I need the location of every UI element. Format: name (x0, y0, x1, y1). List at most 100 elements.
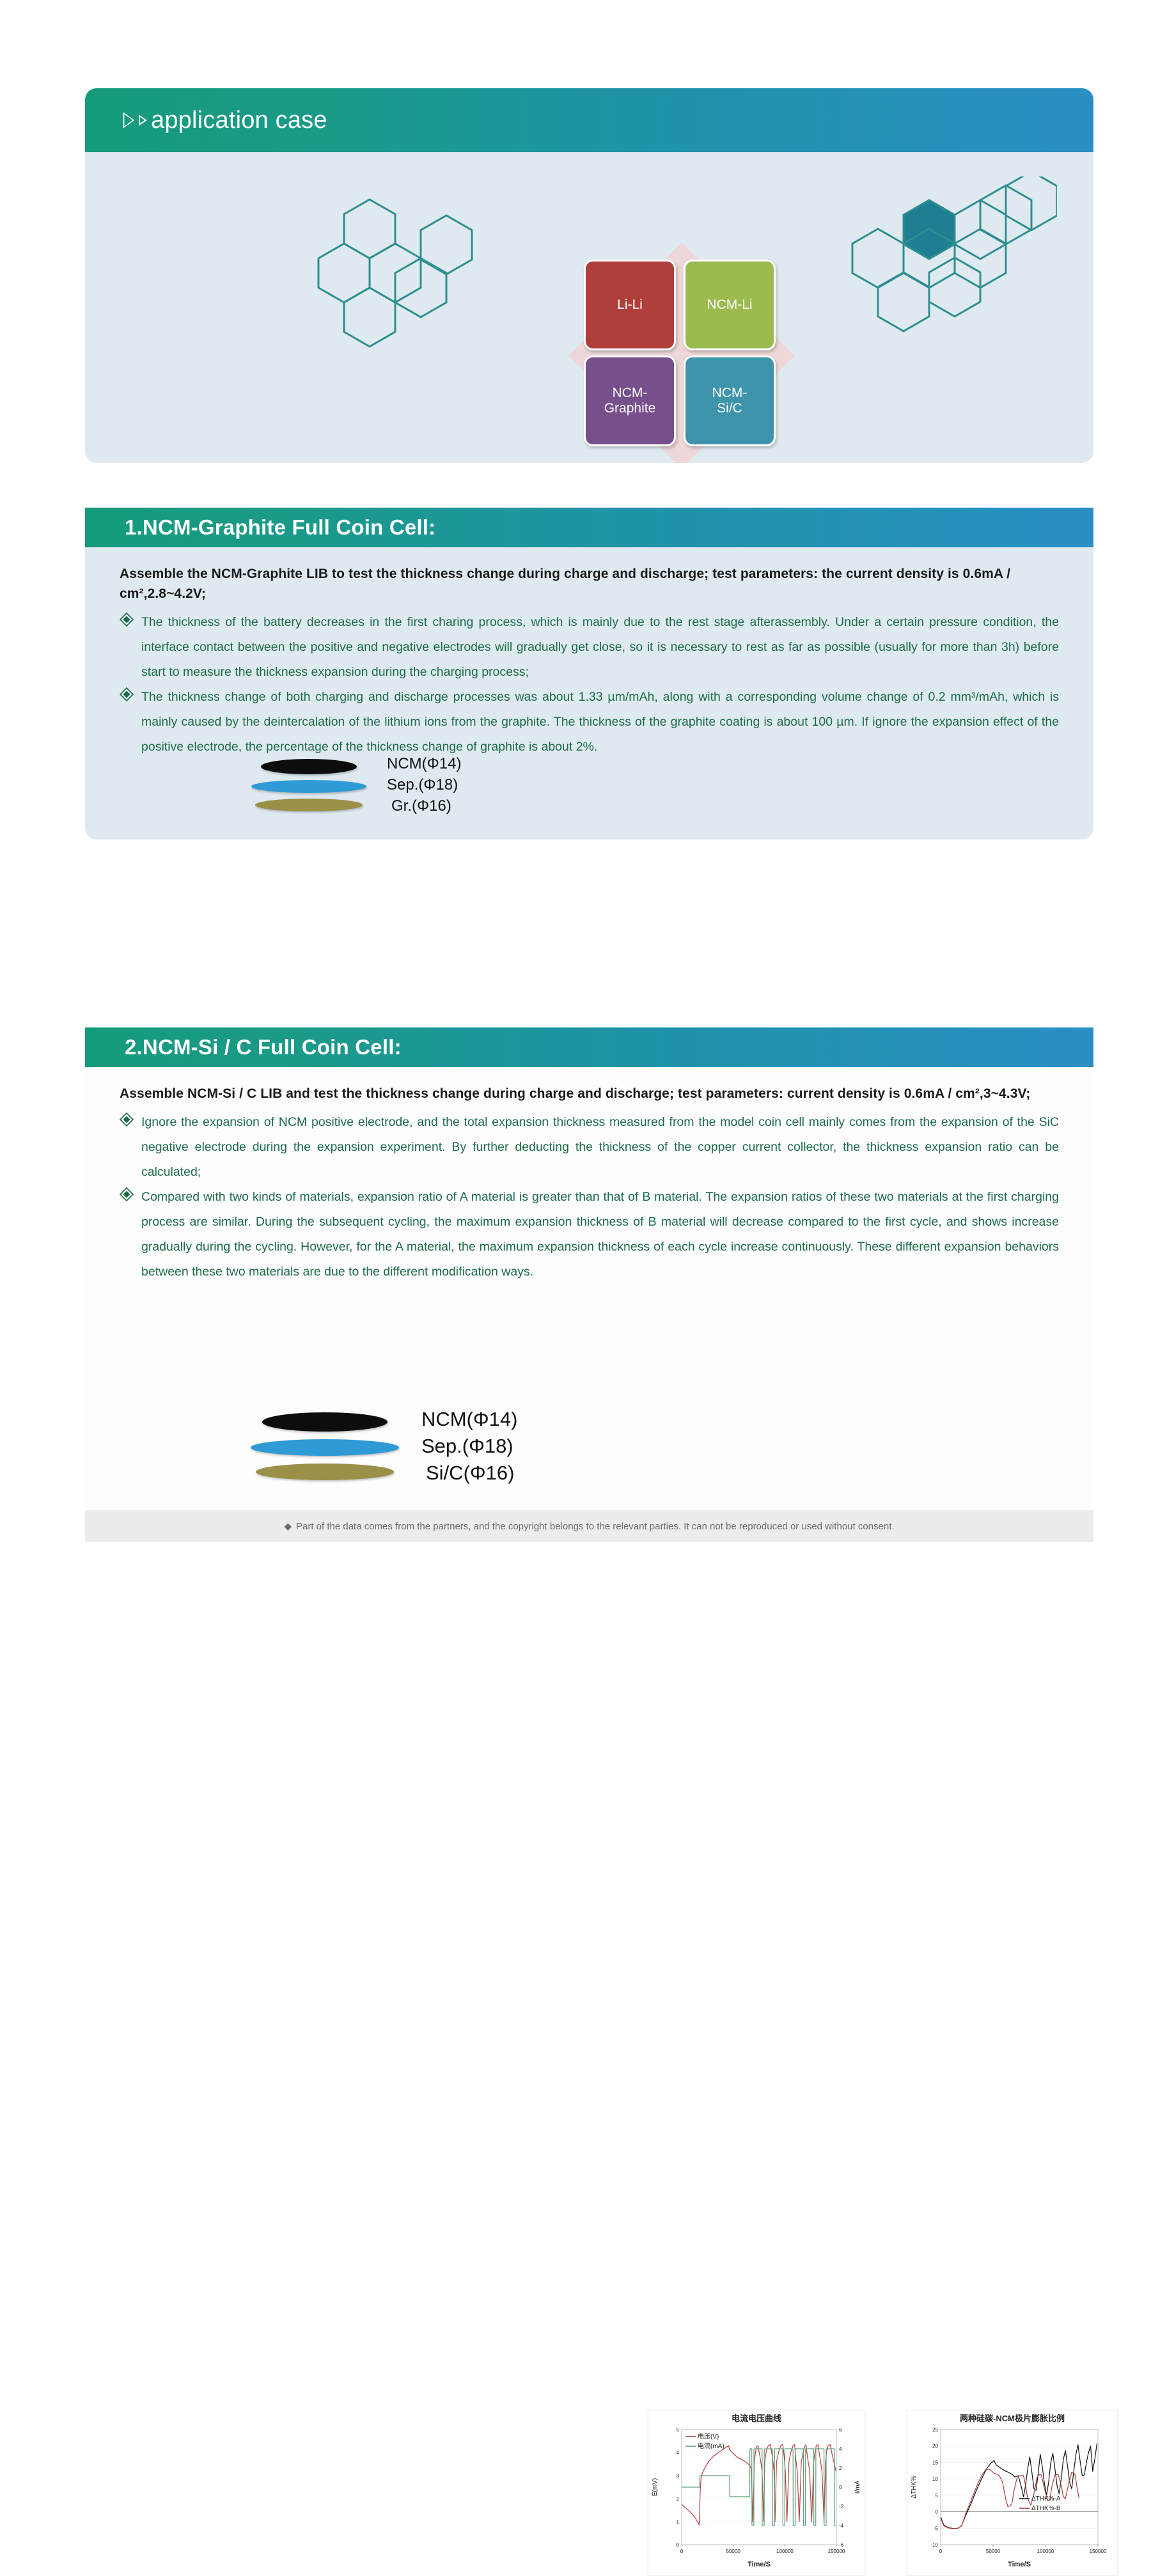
svg-text:-10: -10 (930, 2542, 938, 2548)
bullet-item: Ignore the expansion of NCM positive ele… (119, 1110, 1059, 1185)
diamond-bullet-icon: ◆ (284, 1521, 292, 1532)
section-ncm-sic: 2.NCM-Si / C Full Coin Cell: Assemble NC… (85, 1027, 1118, 2576)
bullet-item: The thickness of the battery decreases i… (119, 610, 1059, 685)
svg-text:电流(mA): 电流(mA) (698, 2442, 724, 2450)
svg-text:150000: 150000 (1090, 2549, 1107, 2554)
hero-card: application case (85, 88, 1093, 463)
svg-text:Time/S: Time/S (1008, 2561, 1031, 2568)
cell-type-ncm-graphite[interactable]: NCM- Graphite (584, 355, 676, 446)
section2-body: Assemble NCM-Si / C LIB and test the thi… (85, 1067, 1118, 2576)
section1-lead: Assemble the NCM-Graphite LIB to test th… (120, 566, 1011, 602)
svg-text:10: 10 (932, 2476, 938, 2482)
section1-body: Assemble the NCM-Graphite LIB to test th… (85, 547, 1093, 1493)
svg-text:-5: -5 (934, 2525, 939, 2531)
svg-text:50000: 50000 (986, 2549, 1001, 2554)
section1-header: 1.NCM-Graphite Full Coin Cell: (85, 508, 1093, 547)
coin-cell-labels: NCM(Φ14) Sep.(Φ18) Si/C(Φ16) (421, 1406, 517, 1487)
cell-type-ncm-li[interactable]: NCM-Li (684, 260, 776, 350)
diamond-bullet-icon (119, 1185, 141, 1205)
svg-text:2: 2 (677, 2496, 680, 2502)
hero-header-bar: application case (85, 88, 1093, 152)
poster-page: application case (85, 88, 1118, 2576)
svg-text:50000: 50000 (726, 2549, 741, 2554)
hero-body: Li-Li NCM-Li NCM- Graphite NCM- Si/C (85, 152, 1093, 463)
svg-text:25: 25 (932, 2427, 938, 2433)
svg-text:两种硅碳-NCM极片膨胀比例: 两种硅碳-NCM极片膨胀比例 (960, 2414, 1065, 2423)
coin-label-separator: Sep.(Φ18) (387, 776, 458, 793)
cell-type-li-li-label: Li-Li (617, 297, 643, 312)
coin-cell-diagram-1: NCM(Φ14) Sep.(Φ18) Gr.(Φ16) (245, 753, 461, 816)
svg-text:I/mA: I/mA (854, 2480, 861, 2494)
coin-label-ncm: NCM(Φ14) (387, 755, 462, 772)
svg-text:3: 3 (677, 2473, 680, 2479)
svg-text:6: 6 (839, 2427, 842, 2433)
hero-title: application case (151, 106, 327, 134)
disk-ncm (262, 1412, 388, 1432)
svg-text:100000: 100000 (1037, 2549, 1054, 2554)
svg-text:ΔTHK%-A: ΔTHK%-A (1031, 2495, 1061, 2502)
disk-ncm (261, 758, 357, 774)
disk-silicon-carbon (256, 1464, 394, 1480)
diamond-bullet-icon (119, 610, 141, 630)
svg-text:0: 0 (939, 2549, 943, 2554)
section1-bullet-1: The thickness of the battery decreases i… (141, 615, 1059, 680)
section2-header: 2.NCM-Si / C Full Coin Cell: (85, 1027, 1093, 1067)
section2-bullets: Ignore the expansion of NCM positive ele… (119, 1110, 1059, 1284)
hexagon-cluster-right (840, 176, 1057, 349)
svg-text:5: 5 (677, 2427, 680, 2433)
play-triangle-small-icon (139, 114, 147, 126)
disk-separator (251, 1439, 399, 1456)
cell-type-ncm-sic[interactable]: NCM- Si/C (684, 355, 776, 446)
cell-type-li-li[interactable]: Li-Li (584, 260, 676, 350)
coin-label-ncm: NCM(Φ14) (421, 1408, 518, 1430)
svg-text:0: 0 (680, 2549, 684, 2554)
section2-heading: 2.NCM-Si / C Full Coin Cell: (125, 1035, 402, 1059)
svg-text:100000: 100000 (776, 2549, 794, 2554)
hexagon-cluster-left (290, 179, 494, 364)
section-ncm-graphite: 1.NCM-Graphite Full Coin Cell: Assemble … (85, 508, 1093, 1493)
coin-label-separator: Sep.(Φ18) (421, 1435, 513, 1457)
svg-text:Time/S: Time/S (748, 2561, 771, 2568)
svg-text:150000: 150000 (828, 2549, 845, 2554)
svg-text:0: 0 (677, 2542, 680, 2548)
section2-bullet-1: Ignore the expansion of NCM positive ele… (141, 1115, 1059, 1180)
svg-text:4: 4 (677, 2450, 680, 2456)
svg-text:ΔTHK%: ΔTHK% (911, 2476, 918, 2499)
coin-cell-labels: NCM(Φ14) Sep.(Φ18) Gr.(Φ16) (387, 753, 461, 816)
cell-type-quadrant: Li-Li NCM-Li NCM- Graphite NCM- Si/C (568, 242, 795, 463)
svg-text:E(mV): E(mV) (652, 2478, 659, 2496)
svg-text:15: 15 (932, 2460, 938, 2465)
svg-text:-2: -2 (839, 2504, 844, 2510)
svg-text:4: 4 (839, 2446, 842, 2452)
section1-bullets: The thickness of the battery decreases i… (119, 610, 1059, 760)
bullet-item: Compared with two kinds of materials, ex… (119, 1185, 1059, 1284)
bullet-item: The thickness change of both charging an… (119, 685, 1059, 760)
svg-text:电流电压曲线: 电流电压曲线 (732, 2414, 781, 2423)
coin-label-silicon-carbon: Si/C(Φ16) (426, 1462, 515, 1484)
footer-text: Part of the data comes from the partners… (295, 1520, 895, 1532)
disk-graphite (255, 798, 363, 811)
play-triangle-icon (123, 112, 135, 129)
svg-text:0: 0 (839, 2485, 842, 2490)
section2-bullet-2: Compared with two kinds of materials, ex… (141, 1190, 1059, 1279)
section2-lead: Assemble NCM-Si / C LIB and test the thi… (120, 1086, 1031, 1101)
cell-type-ncm-sic-label: NCM- Si/C (712, 385, 748, 416)
svg-text:1: 1 (677, 2519, 680, 2525)
cell-type-ncm-graphite-label: NCM- Graphite (604, 385, 656, 416)
section1-heading: 1.NCM-Graphite Full Coin Cell: (125, 515, 436, 539)
svg-text:电压(V): 电压(V) (698, 2432, 719, 2440)
coin-label-graphite: Gr.(Φ16) (391, 797, 451, 815)
section1-bullet-2: The thickness change of both charging an… (141, 690, 1059, 754)
diamond-bullet-icon (119, 685, 141, 705)
svg-text:2: 2 (839, 2465, 842, 2471)
disk-separator (251, 779, 366, 793)
svg-text:20: 20 (932, 2444, 938, 2449)
svg-text:5: 5 (936, 2493, 939, 2499)
svg-text:-4: -4 (839, 2523, 844, 2529)
cell-type-ncm-li-label: NCM-Li (707, 297, 753, 312)
footer-bar: ◆ Part of the data comes from the partne… (85, 1510, 1093, 1542)
diamond-bullet-icon (119, 1110, 141, 1130)
coin-cell-disks (245, 758, 373, 811)
